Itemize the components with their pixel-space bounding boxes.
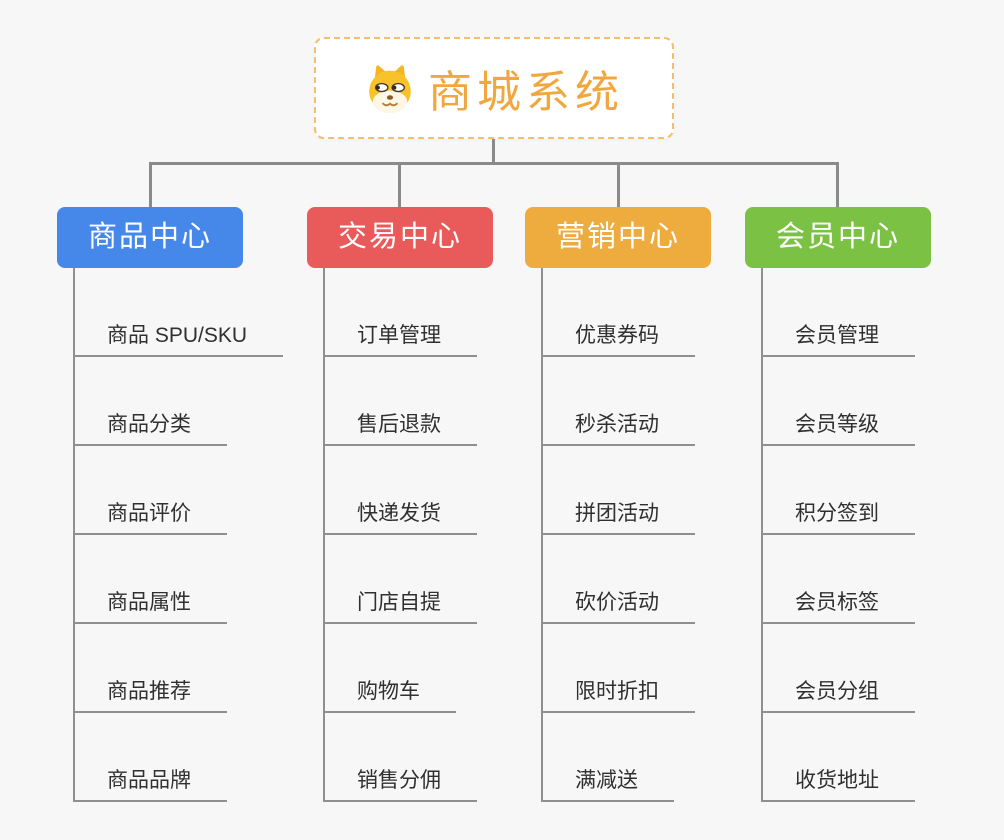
child-node[interactable]: 收货地址 (761, 768, 915, 802)
branch-child-line (323, 268, 325, 802)
connector-drop-member (836, 162, 839, 208)
root-node[interactable]: 商城系统 (314, 37, 674, 139)
branch-node-marketing-center[interactable]: 营销中心 (525, 207, 711, 268)
root-node-title: 商城系统 (428, 68, 624, 117)
child-node[interactable]: 订单管理 (323, 323, 477, 357)
child-node[interactable]: 商品评价 (73, 501, 227, 535)
child-node[interactable]: 会员分组 (761, 679, 915, 713)
branch-trade-center: 交易中心 订单管理 售后退款 快递发货 门店自提 购物车 销售分佣 (307, 207, 493, 827)
child-node[interactable]: 积分签到 (761, 501, 915, 535)
child-node[interactable]: 优惠券码 (541, 323, 695, 357)
branch-member-center: 会员中心 会员管理 会员等级 积分签到 会员标签 会员分组 收货地址 (745, 207, 931, 827)
child-node[interactable]: 会员标签 (761, 590, 915, 624)
child-node[interactable]: 门店自提 (323, 590, 477, 624)
child-node[interactable]: 购物车 (323, 679, 456, 713)
connector-root-stub (492, 139, 495, 165)
child-node[interactable]: 秒杀活动 (541, 412, 695, 446)
child-node[interactable]: 销售分佣 (323, 768, 477, 802)
child-node[interactable]: 快递发货 (323, 501, 477, 535)
child-node[interactable]: 售后退款 (323, 412, 477, 446)
child-node[interactable]: 商品属性 (73, 590, 227, 624)
child-node[interactable]: 砍价活动 (541, 590, 695, 624)
child-node[interactable]: 限时折扣 (541, 679, 695, 713)
branch-node-member-center[interactable]: 会员中心 (745, 207, 931, 268)
child-node[interactable]: 会员管理 (761, 323, 915, 357)
branch-node-product-center[interactable]: 商品中心 (57, 207, 243, 268)
child-node[interactable]: 商品品牌 (73, 768, 227, 802)
connector-drop-trade (398, 162, 401, 208)
branch-child-line (761, 268, 763, 802)
branch-product-center: 商品中心 商品 SPU/SKU 商品分类 商品评价 商品属性 商品推荐 商品品牌 (57, 207, 284, 827)
child-node[interactable]: 商品分类 (73, 412, 227, 446)
child-node[interactable]: 商品 SPU/SKU (73, 323, 284, 357)
branch-child-line (541, 268, 543, 802)
connector-drop-product (149, 162, 152, 208)
child-node[interactable]: 满减送 (541, 768, 674, 802)
branch-child-line (73, 268, 75, 802)
connector-drop-marketing (617, 162, 620, 208)
child-node[interactable]: 拼团活动 (541, 501, 695, 535)
branch-node-trade-center[interactable]: 交易中心 (307, 207, 493, 268)
child-node[interactable]: 商品推荐 (73, 679, 227, 713)
child-node[interactable]: 会员等级 (761, 412, 915, 446)
branch-marketing-center: 营销中心 优惠券码 秒杀活动 拼团活动 砍价活动 限时折扣 满减送 (525, 207, 711, 827)
dog-face-icon (369, 65, 411, 114)
connector-horizontal-line (149, 162, 839, 165)
